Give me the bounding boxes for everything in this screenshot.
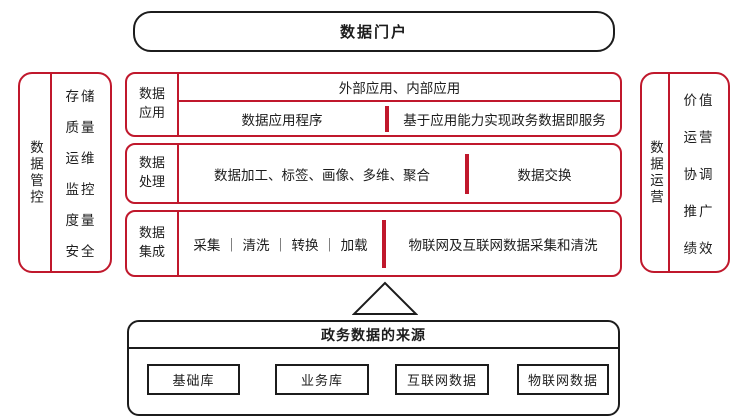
source-item-iot-data: 物联网数据 bbox=[517, 364, 609, 395]
operation-item: 协调 bbox=[683, 166, 715, 183]
application-cell-daas: 基于应用能力实现政务数据即服务 bbox=[403, 112, 606, 129]
operation-item: 绩效 bbox=[683, 240, 715, 257]
processing-layer: 数据处理 数据加工、标签、画像、多维、聚合 数据交换 bbox=[125, 143, 622, 204]
integration-cell-etl: 采集 ｜ 清洗 ｜ 转换 ｜ 加载 bbox=[193, 237, 368, 254]
application-layer-label-text: 数据应用 bbox=[139, 87, 166, 121]
red-divider bbox=[465, 153, 469, 194]
operation-panel-label: 数据运营 bbox=[647, 139, 663, 206]
governance-panel-label: 数据管控 bbox=[27, 139, 43, 206]
source-item-business-db: 业务库 bbox=[275, 364, 369, 395]
red-divider bbox=[382, 219, 386, 268]
governance-panel: 数据管控 存储 质量 运维 监控 度量 安全 bbox=[18, 72, 112, 273]
application-layer-body: 外部应用、内部应用 数据应用程序 基于应用能力实现政务数据即服务 bbox=[179, 74, 620, 135]
up-arrow-icon bbox=[351, 281, 419, 316]
governance-panel-items: 存储 质量 运维 监控 度量 安全 bbox=[52, 74, 110, 271]
processing-layer-body: 数据加工、标签、画像、多维、聚合 数据交换 bbox=[179, 145, 620, 202]
governance-panel-label-column: 数据管控 bbox=[20, 74, 52, 271]
application-layer-label: 数据应用 bbox=[127, 74, 179, 135]
application-top-cell: 外部应用、内部应用 bbox=[179, 74, 620, 102]
source-box: 政务数据的来源 基础库 业务库 互联网数据 物联网数据 bbox=[127, 320, 620, 416]
integration-cell-iot: 物联网及互联网数据采集和清洗 bbox=[408, 237, 598, 254]
governance-item: 监控 bbox=[65, 181, 97, 198]
governance-item: 质量 bbox=[65, 120, 97, 137]
data-portal-title: 数据门户 bbox=[339, 23, 408, 41]
integration-layer-label-text: 数据集成 bbox=[139, 226, 166, 260]
processing-layer-label: 数据处理 bbox=[127, 145, 179, 202]
up-triangle-icon bbox=[351, 281, 419, 315]
processing-cell-exchange: 数据交换 bbox=[517, 167, 572, 184]
source-item-base-db: 基础库 bbox=[147, 364, 240, 395]
integration-layer-label: 数据集成 bbox=[127, 212, 179, 275]
data-portal-box: 数据门户 bbox=[133, 11, 615, 52]
operation-panel: 数据运营 价值 运营 协调 推广 绩效 bbox=[640, 72, 730, 273]
processing-layer-label-text: 数据处理 bbox=[139, 156, 166, 190]
operation-panel-items: 价值 运营 协调 推广 绩效 bbox=[670, 74, 728, 271]
integration-layer-body: 采集 ｜ 清洗 ｜ 转换 ｜ 加载 物联网及互联网数据采集和清洗 bbox=[179, 212, 620, 275]
operation-item: 推广 bbox=[683, 203, 715, 220]
operation-item: 运营 bbox=[683, 129, 715, 146]
operation-item: 价值 bbox=[683, 92, 715, 109]
processing-cell-functions: 数据加工、标签、画像、多维、聚合 bbox=[214, 167, 430, 184]
application-cell-apps: 数据应用程序 bbox=[241, 112, 323, 129]
governance-item: 安全 bbox=[65, 243, 97, 260]
integration-layer: 数据集成 采集 ｜ 清洗 ｜ 转换 ｜ 加载 物联网及互联网数据采集和清洗 bbox=[125, 210, 622, 277]
governance-item: 度量 bbox=[65, 212, 97, 229]
source-item-internet-data: 互联网数据 bbox=[395, 364, 489, 395]
governance-item: 运维 bbox=[65, 151, 97, 168]
governance-item: 存储 bbox=[65, 89, 97, 106]
application-layer: 数据应用 外部应用、内部应用 数据应用程序 基于应用能力实现政务数据即服务 bbox=[125, 72, 622, 137]
operation-panel-label-column: 数据运营 bbox=[642, 74, 670, 271]
source-title: 政务数据的来源 bbox=[129, 322, 618, 349]
red-divider bbox=[385, 105, 389, 132]
application-bottom-row: 数据应用程序 基于应用能力实现政务数据即服务 bbox=[179, 102, 620, 135]
